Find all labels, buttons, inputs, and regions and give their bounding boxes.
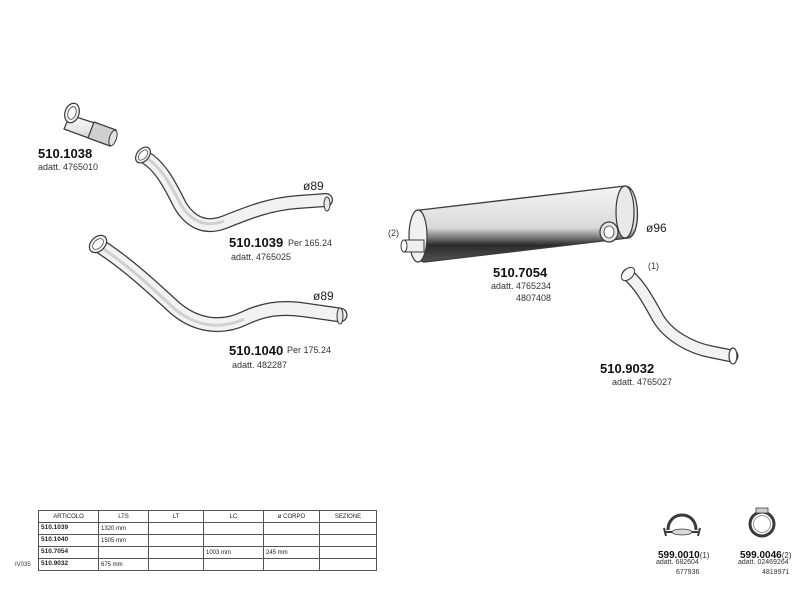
table-cell xyxy=(148,558,204,571)
table-header: LC xyxy=(203,510,264,523)
part-code-510-1040: 510.1040 xyxy=(229,343,284,358)
part-code-510-9032: 510.9032 xyxy=(600,361,655,376)
note-label-599-0046: (2) xyxy=(781,551,792,560)
table-cell xyxy=(148,546,204,559)
table-cell: 1505 mm xyxy=(98,534,149,547)
table-cell: 675 mm xyxy=(98,558,149,571)
part-ref-599-0010: adatt. 682604 xyxy=(656,559,699,566)
table-cell xyxy=(319,546,377,559)
part-code-510-7054: 510.7054 xyxy=(493,265,548,280)
part-510-1038-sleeve xyxy=(63,102,118,147)
table-cell xyxy=(319,558,377,571)
diameter-label-510-1039: ø89 xyxy=(303,179,324,193)
part-ref-510-7054: adatt. 4765234 xyxy=(491,281,552,291)
note-label-510-9032: (1) xyxy=(648,261,659,271)
table-cell-article: 510.9032 xyxy=(38,558,99,571)
part-code-510-1038: 510.1038 xyxy=(38,146,93,161)
part-code-510-1039: 510.1039 xyxy=(229,235,284,250)
part-ref-510-9032: adatt. 4765027 xyxy=(612,377,673,387)
table-cell xyxy=(148,534,204,547)
part-label-599-0010: 599.0010(1) xyxy=(658,546,710,562)
table-header-row: ARTICOLO LTS LT LC ø CORPO SEZIONE xyxy=(38,510,377,523)
table-header: ø CORPO xyxy=(263,510,320,523)
per-label-510-1040: Per 175.24 xyxy=(287,345,332,355)
part-ref2-599-0010: 677936 xyxy=(676,569,700,576)
part-510-9032-pipe xyxy=(620,266,739,365)
table-cell xyxy=(263,522,320,535)
table-cell xyxy=(98,546,149,559)
table-cell-article: 510.1040 xyxy=(38,534,99,547)
note-label-510-7054: (2) xyxy=(388,228,399,238)
part-ref2-510-7054: 4807408 xyxy=(516,293,552,303)
table-header: SEZIONE xyxy=(319,510,377,523)
part-ref-510-1039: adatt. 4765025 xyxy=(231,252,292,262)
table-cell: 1003 mm xyxy=(203,546,264,559)
part-599-0046-ring-clamp xyxy=(748,507,776,538)
part-599-0010-clamp xyxy=(663,513,701,537)
table-header: LT xyxy=(148,510,204,523)
table-row: 510.1039 1320 mm xyxy=(38,522,377,535)
table-cell xyxy=(319,522,377,535)
note-label-599-0010: (1) xyxy=(699,551,710,560)
table-cell: 1320 mm xyxy=(98,522,149,535)
part-label-599-0046: 599.0046(2) xyxy=(740,546,792,562)
part-ref-510-1038: adatt. 4765010 xyxy=(38,162,99,172)
table-cell xyxy=(148,522,204,535)
table-cell xyxy=(263,558,320,571)
part-510-1040-pipe xyxy=(88,234,348,333)
table-row: 510.7054 1003 mm 245 mm xyxy=(38,546,377,559)
table-row: 510.1040 1505 mm xyxy=(38,534,377,547)
part-ref2-599-0046: 4819971 xyxy=(762,569,790,576)
spec-table: ARTICOLO LTS LT LC ø CORPO SEZIONE 510.1… xyxy=(38,510,377,571)
part-ref-599-0046: adatt. 02469264 xyxy=(738,559,789,566)
table-cell xyxy=(319,534,377,547)
table-row: 510.9032 675 mm xyxy=(38,558,377,571)
diameter-label-510-7054: ø96 xyxy=(646,221,667,235)
table-cell-article: 510.1039 xyxy=(38,522,99,535)
table-cell xyxy=(203,558,264,571)
diameter-label-510-1040: ø89 xyxy=(313,289,334,303)
table-cell-article: 510.7054 xyxy=(38,546,99,559)
part-code-599-0010: 599.0010 xyxy=(658,550,700,561)
per-label-510-1039: Per 165.24 xyxy=(288,238,333,248)
part-510-1039-pipe xyxy=(135,146,333,233)
part-ref-510-1040: adatt. 482287 xyxy=(232,360,288,370)
part-510-7054-muffler xyxy=(400,185,639,263)
table-cell xyxy=(203,534,264,547)
table-cell: 245 mm xyxy=(263,546,320,559)
table-header: ARTICOLO xyxy=(38,510,99,523)
table-cell xyxy=(263,534,320,547)
part-code-599-0046: 599.0046 xyxy=(740,550,782,561)
table-header: LTS xyxy=(98,510,149,523)
table-side-code: IV035 xyxy=(15,562,31,568)
table-cell xyxy=(203,522,264,535)
